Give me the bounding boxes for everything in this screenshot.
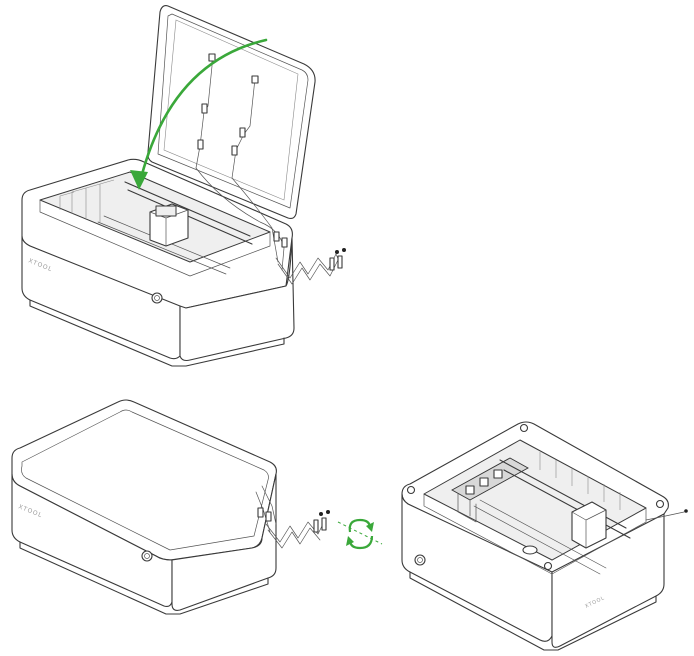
machine-body: XTOOL <box>21 158 295 367</box>
closed-lid-machine: XTOOL <box>11 399 330 615</box>
lid <box>147 5 316 220</box>
open-lid-arrow-icon <box>130 38 268 190</box>
rotate-icon <box>337 518 383 550</box>
lid-cables <box>195 167 346 285</box>
rotated-machine: XTOOL <box>401 421 688 651</box>
open-lid-machine: XTOOL <box>21 5 346 367</box>
